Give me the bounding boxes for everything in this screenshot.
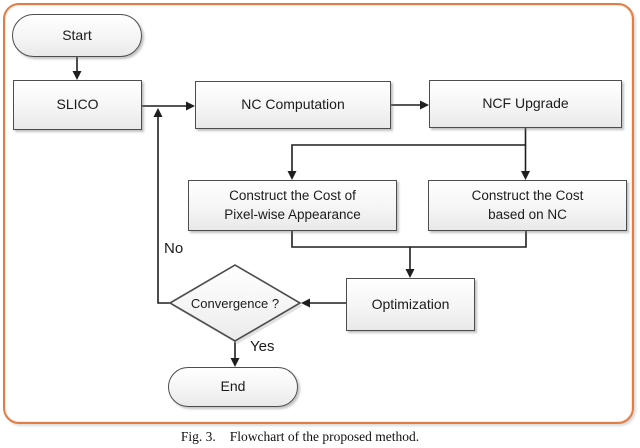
node-construct-nc-cost-label: Construct the Cost based on NC [471,187,584,222]
figure-caption-label: Fig. 3. [180,429,216,444]
node-construct-pixel-cost-label: Construct the Cost of Pixel-wise Appeara… [224,187,361,222]
node-optimization: Optimization [346,278,475,331]
figure-caption: Fig. 3. Flowchart of the proposed method. [0,429,600,445]
node-construct-nc-cost: Construct the Cost based on NC [428,180,627,231]
connector-lines [76,57,527,358]
node-convergence: Convergence ? [170,265,300,341]
edge-label-yes: Yes [250,338,275,355]
node-end-label: End [220,378,246,395]
decision-diamond-shape [168,264,303,344]
node-end: End [168,367,298,407]
node-ncf-upgrade: NCF Upgrade [429,80,622,128]
node-nc-computation: NC Computation [195,81,391,129]
node-start: Start [12,14,142,57]
node-slico-label: SLICO [56,96,99,113]
edge-label-no: No [164,240,184,257]
node-nc-computation-label: NC Computation [241,96,345,113]
arrowheads [72,71,530,367]
node-convergence-label: Convergence ? [190,295,280,311]
node-ncf-upgrade-label: NCF Upgrade [482,95,569,112]
node-slico: SLICO [13,80,142,130]
node-construct-pixel-cost: Construct the Cost of Pixel-wise Appeara… [188,180,397,231]
figure-caption-text: Flowchart of the proposed method. [229,429,420,444]
node-start-label: Start [62,26,92,43]
node-optimization-label: Optimization [371,295,450,312]
